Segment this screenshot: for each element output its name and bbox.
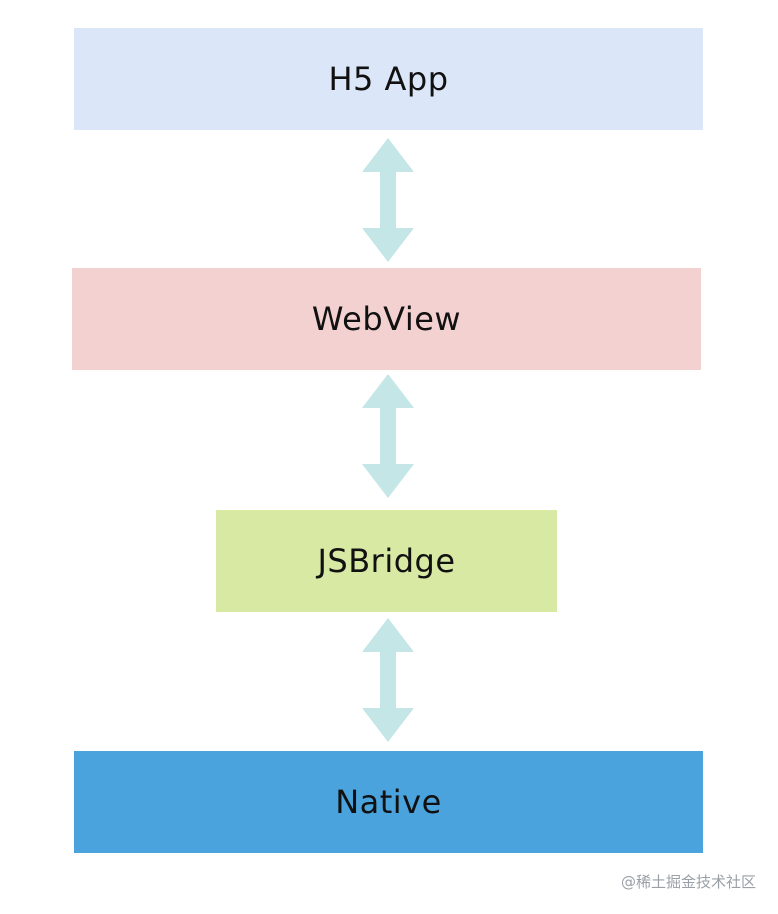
jsbridge-layer: JSBridge: [216, 510, 557, 612]
double-arrow-webview-jsbridge-icon: [362, 374, 414, 498]
jsbridge-label: JSBridge: [317, 542, 456, 580]
h5-app-layer: H5 App: [74, 28, 703, 130]
watermark: @稀土掘金技术社区: [620, 873, 756, 891]
double-arrow-jsbridge-native-icon: [362, 618, 414, 742]
native-label: Native: [335, 783, 442, 821]
webview-label: WebView: [311, 300, 462, 338]
double-arrow-h5-webview-icon: [362, 138, 414, 262]
h5-app-label: H5 App: [328, 60, 449, 98]
native-layer: Native: [74, 751, 703, 853]
webview-layer: WebView: [72, 268, 701, 370]
